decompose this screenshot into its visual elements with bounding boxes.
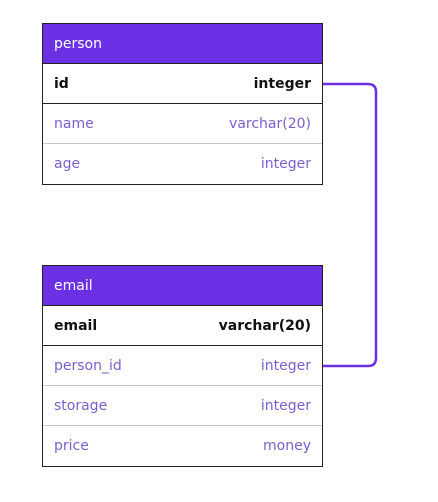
column-name: email: [54, 317, 98, 334]
column-type: integer: [253, 75, 311, 92]
column-name: name: [54, 115, 94, 132]
column-type: money: [263, 438, 311, 454]
row-person-age[interactable]: age integer: [43, 144, 322, 184]
column-name: age: [54, 156, 81, 172]
column-type: integer: [260, 156, 311, 172]
row-email-price[interactable]: price money: [43, 426, 322, 466]
column-name: id: [54, 75, 69, 92]
row-email-storage[interactable]: storage integer: [43, 386, 322, 426]
table-email[interactable]: email email varchar(20) person_id intege…: [42, 265, 323, 467]
table-person[interactable]: person id integer name varchar(20) age i…: [42, 23, 323, 185]
column-name: storage: [54, 397, 108, 414]
row-email-person-id[interactable]: person_id integer: [43, 346, 322, 386]
table-header-person[interactable]: person: [43, 24, 322, 64]
row-email-email[interactable]: email varchar(20): [43, 306, 322, 346]
column-name: person_id: [54, 357, 122, 374]
row-person-name[interactable]: name varchar(20): [43, 104, 322, 144]
column-type: integer: [260, 357, 311, 374]
column-name: price: [54, 438, 89, 454]
relation-line-person-id-to-email-person-id: [323, 82, 378, 368]
table-header-email[interactable]: email: [43, 266, 322, 306]
column-type: varchar(20): [218, 317, 311, 334]
row-person-id[interactable]: id integer: [43, 64, 322, 104]
column-type: integer: [260, 397, 311, 414]
column-type: varchar(20): [229, 115, 311, 132]
